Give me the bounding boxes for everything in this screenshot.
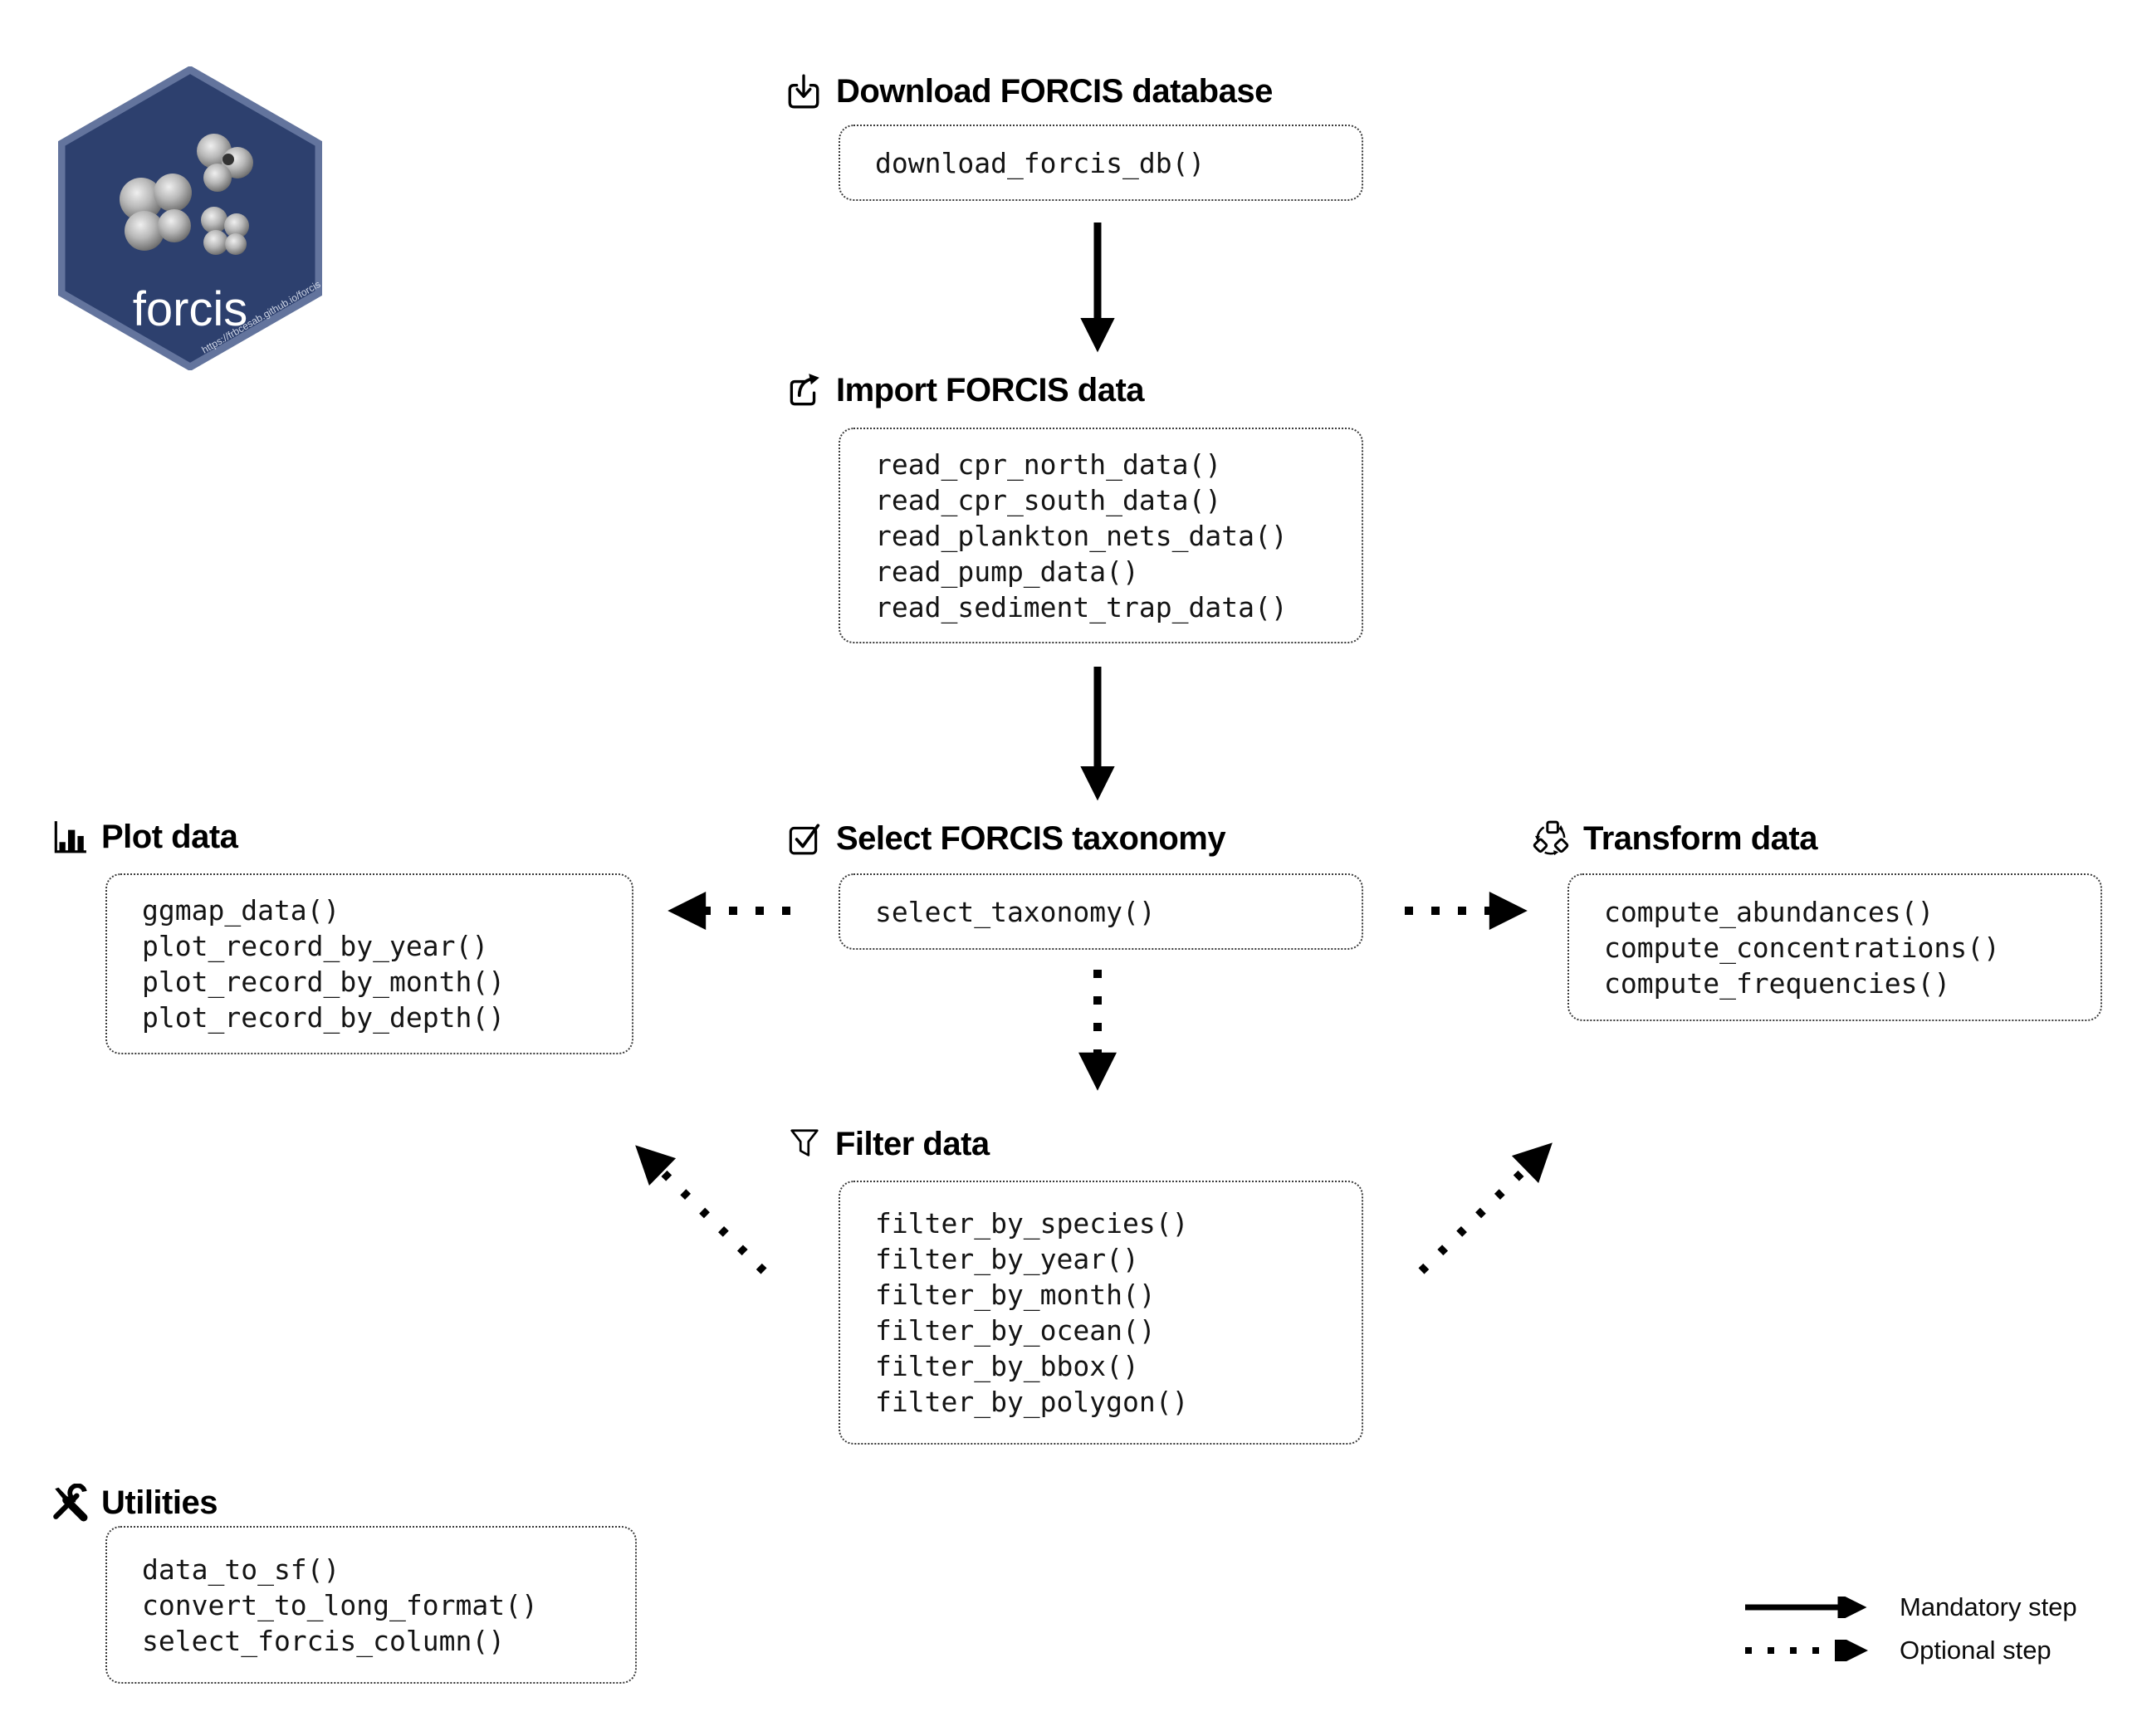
function-name: read_pump_data() [875, 555, 1139, 588]
transform-function-box: compute_abundances() compute_concentrati… [1567, 873, 2102, 1021]
function-name: filter_by_bbox() [875, 1350, 1139, 1382]
share-export-icon [790, 374, 819, 406]
function-name: compute_abundances() [1604, 895, 1934, 928]
import-function-box: read_cpr_north_data() read_cpr_south_dat… [839, 428, 1363, 643]
function-name: download_forcis_db() [875, 146, 1205, 179]
section-heading-transform: Transform data [1532, 819, 1817, 858]
download-tray-icon [788, 74, 819, 109]
section-title: Download FORCIS database [836, 72, 1273, 110]
section-title: Utilities [101, 1484, 218, 1521]
function-name: compute_frequencies() [1604, 966, 1951, 1000]
function-name: ggmap_data() [142, 894, 340, 927]
legend-row-mandatory: Mandatory step [1743, 1587, 2077, 1627]
section-title: Transform data [1583, 819, 1817, 857]
function-name: read_cpr_south_data() [875, 483, 1222, 516]
function-name: filter_by_year() [875, 1243, 1139, 1275]
section-heading-import: Import FORCIS data [785, 370, 1145, 410]
section-heading-utilities: Utilities [50, 1483, 218, 1523]
section-heading-filter: Filter data [787, 1124, 990, 1164]
dotted-arrow-filter-to-transform [1418, 1142, 1553, 1274]
section-title: Import FORCIS data [836, 371, 1145, 408]
solid-arrow-sample [1745, 1597, 1867, 1618]
function-name: filter_by_polygon() [875, 1386, 1189, 1418]
function-name: select_forcis_column() [142, 1624, 506, 1657]
function-name: read_plankton_nets_data() [875, 519, 1288, 552]
section-heading-taxonomy: Select FORCIS taxonomy [785, 819, 1226, 858]
recycle-shapes-icon [1533, 820, 1569, 856]
function-name: read_cpr_north_data() [875, 447, 1222, 481]
section-title: Select FORCIS taxonomy [836, 819, 1226, 857]
hexagon-shape [58, 66, 322, 370]
foraminifera-illustration [120, 134, 253, 255]
checkbox-check-icon [789, 824, 820, 855]
dotted-arrow-filter-to-plot [635, 1145, 767, 1274]
function-name: filter_by_species() [875, 1207, 1189, 1240]
utilities-function-box: data_to_sf() convert_to_long_format() se… [105, 1526, 637, 1684]
download-function-box: download_forcis_db() [839, 125, 1363, 201]
dotted-arrow-sample [1745, 1640, 1868, 1661]
funnel-icon [790, 1129, 819, 1157]
logo-title: forcis [133, 282, 248, 336]
function-name: plot_record_by_year() [142, 930, 489, 962]
taxonomy-function-box: select_taxonomy() [839, 873, 1363, 950]
section-title: Filter data [835, 1125, 990, 1162]
function-name: compute_concentrations() [1604, 931, 2000, 964]
function-name: read_sediment_trap_data() [875, 590, 1288, 623]
section-heading-download: Download FORCIS database [785, 71, 1273, 111]
legend-label-optional: Optional step [1900, 1636, 2052, 1665]
plot-function-box: ggmap_data() plot_record_by_year() plot_… [105, 873, 633, 1054]
function-name: select_taxonomy() [875, 895, 1156, 928]
function-name: filter_by_month() [875, 1279, 1156, 1311]
legend-row-optional: Optional step [1743, 1631, 2077, 1670]
function-name: plot_record_by_depth() [142, 1001, 506, 1034]
function-name: filter_by_ocean() [875, 1314, 1156, 1347]
function-name: plot_record_by_month() [142, 966, 506, 998]
bar-chart-icon [54, 821, 86, 853]
section-title: Plot data [101, 818, 238, 855]
legend: Mandatory step Optional step [1743, 1587, 2077, 1670]
section-heading-plot: Plot data [50, 817, 238, 857]
forcis-hex-logo: forcis https://frbcesab.github.io/forcis [58, 66, 322, 370]
crossed-tools-icon [53, 1484, 88, 1522]
filter-function-box: filter_by_species() filter_by_year() fil… [839, 1181, 1363, 1445]
legend-label-mandatory: Mandatory step [1900, 1592, 2077, 1621]
function-name: convert_to_long_format() [142, 1588, 538, 1621]
function-name: data_to_sf() [142, 1553, 340, 1586]
